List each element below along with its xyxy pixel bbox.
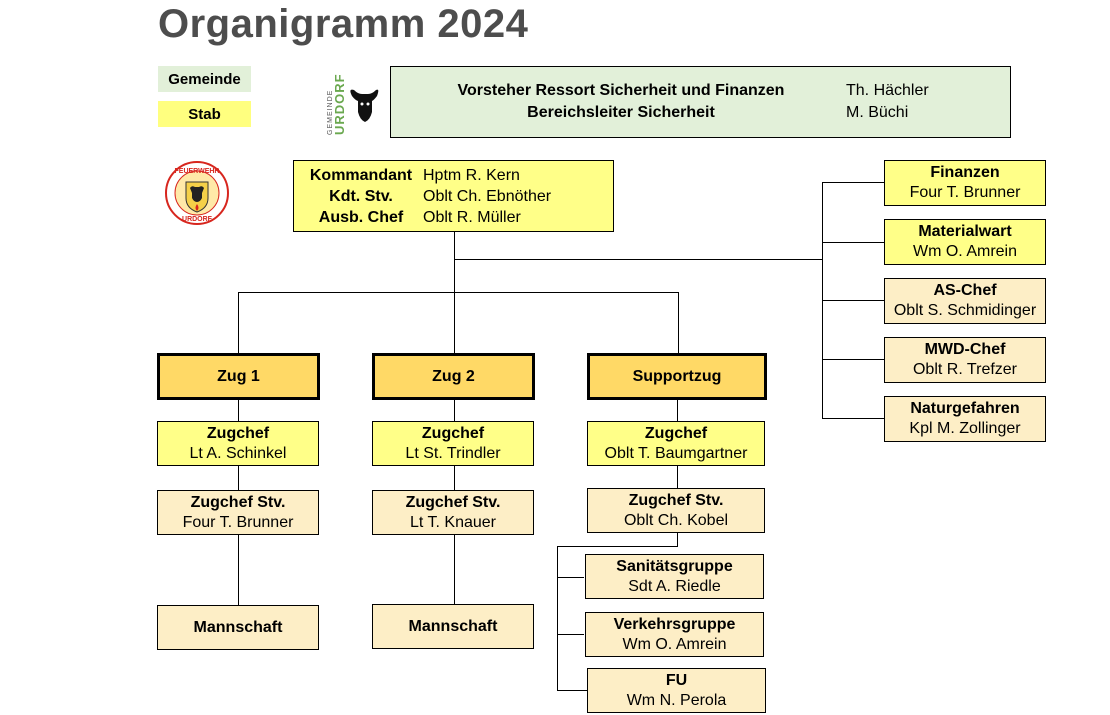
staff-role: MWD-Chef — [924, 341, 1006, 358]
zug2-stv: Zugchef Stv. Lt T. Knauer — [372, 490, 534, 535]
support-fu: FU Wm N. Perola — [587, 668, 766, 713]
connector-line — [557, 546, 678, 547]
header-name: M. Büchi — [846, 104, 909, 121]
header-row-vorsteher: Vorsteher Ressort Sicherheit und Finanze… — [396, 80, 929, 102]
command-role: Ausb. Chef — [318, 208, 404, 226]
zug1-header: Zug 1 — [157, 353, 320, 400]
zug1-stv: Zugchef Stv. Four T. Brunner — [157, 490, 319, 535]
zug2-header: Zug 2 — [372, 353, 535, 400]
connector-line — [238, 292, 239, 353]
unit-role: Mannschaft — [193, 618, 283, 636]
zug2-mannschaft: Mannschaft — [372, 604, 534, 649]
legend-gemeinde-label: Gemeinde — [168, 70, 241, 88]
unit-role: FU — [665, 671, 688, 689]
page-title: Organigramm 2024 — [158, 2, 529, 46]
support-sanitaetsgruppe: Sanitätsgruppe Sdt A. Riedle — [585, 554, 764, 599]
command-name: Oblt Ch. Ebnöther — [423, 187, 552, 205]
connector-line — [454, 232, 455, 293]
supportzug-header: Supportzug — [587, 353, 767, 400]
support-stv: Zugchef Stv. Oblt Ch. Kobel — [587, 488, 765, 533]
staff-materialwart: Materialwart Wm O. Amrein — [884, 219, 1046, 265]
staff-as-chef: AS-Chef Oblt S. Schmidinger — [884, 278, 1046, 324]
unit-name: Sdt A. Riedle — [628, 577, 721, 595]
connector-line — [822, 300, 884, 301]
unit-name: Lt A. Schinkel — [189, 444, 287, 462]
command-name: Hptm R. Kern — [423, 166, 520, 184]
header-row-bereichsleiter: Bereichsleiter Sicherheit M. Büchi — [396, 102, 908, 124]
fire-brigade-logo: FEUERWEHR URDORF — [164, 160, 230, 226]
fire-logo-text-top: FEUERWEHR — [175, 168, 220, 175]
unit-name: Lt St. Trindler — [405, 444, 501, 462]
command-role: Kommandant — [309, 166, 413, 184]
connector-line — [822, 242, 884, 243]
staff-name: Kpl M. Zollinger — [909, 420, 1021, 437]
zug2-label: Zug 2 — [432, 367, 475, 385]
unit-role: Zugchef — [206, 424, 270, 442]
connector-line — [678, 292, 679, 353]
supportzug-label: Supportzug — [632, 367, 722, 385]
connector-line — [677, 400, 678, 546]
connector-line — [822, 359, 884, 360]
command-row-kdt-stv: Kdt. Stv. Oblt Ch. Ebnöther — [299, 186, 551, 207]
staff-name: Four T. Brunner — [909, 184, 1021, 201]
unit-role: Sanitätsgruppe — [616, 557, 733, 575]
unit-name: Wm N. Perola — [626, 691, 727, 709]
unit-role: Zugchef — [644, 424, 708, 442]
staff-finanzen: Finanzen Four T. Brunner — [884, 160, 1046, 206]
connector-line — [557, 546, 558, 691]
staff-mwd-chef: MWD-Chef Oblt R. Trefzer — [884, 337, 1046, 383]
bull-head-icon: GEMEINDE URDORF — [327, 73, 379, 135]
fire-brigade-bull-emblem-icon: FEUERWEHR URDORF — [165, 161, 229, 225]
staff-role: Materialwart — [918, 223, 1012, 240]
unit-role: Verkehrsgruppe — [613, 615, 736, 633]
staff-name: Oblt S. Schmidinger — [893, 302, 1037, 319]
fire-logo-text-bottom: URDORF — [182, 216, 213, 223]
connector-line — [238, 292, 678, 293]
municipal-leadership-box: Vorsteher Ressort Sicherheit und Finanze… — [390, 66, 1011, 138]
staff-name: Oblt R. Trefzer — [912, 361, 1018, 378]
connector-line — [557, 690, 587, 691]
municipality-logo-text-small: GEMEINDE — [327, 90, 334, 135]
municipality-logo: GEMEINDE URDORF — [322, 68, 380, 136]
staff-role: AS-Chef — [933, 282, 997, 299]
zug1-label: Zug 1 — [217, 367, 260, 385]
command-box: Kommandant Hptm R. Kern Kdt. Stv. Oblt C… — [293, 160, 614, 232]
unit-role: Mannschaft — [408, 617, 498, 635]
unit-name: Oblt Ch. Kobel — [623, 511, 729, 529]
support-verkehrsgruppe: Verkehrsgruppe Wm O. Amrein — [585, 612, 764, 657]
unit-role: Zugchef Stv. — [190, 493, 286, 511]
unit-name: Oblt T. Baumgartner — [604, 444, 748, 462]
connector-line — [822, 182, 884, 183]
unit-role: Zugchef Stv. — [628, 491, 724, 509]
header-role: Vorsteher Ressort Sicherheit und Finanze… — [457, 82, 785, 99]
header-role: Bereichsleiter Sicherheit — [527, 104, 715, 121]
staff-naturgefahren: Naturgefahren Kpl M. Zollinger — [884, 396, 1046, 442]
zug2-chef: Zugchef Lt St. Trindler — [372, 421, 534, 466]
staff-role: Finanzen — [930, 164, 1000, 181]
header-name: Th. Hächler — [846, 82, 929, 99]
connector-line — [454, 292, 455, 353]
connector-line — [557, 577, 584, 578]
support-chef: Zugchef Oblt T. Baumgartner — [587, 421, 765, 466]
connector-line — [822, 418, 884, 419]
unit-name: Wm O. Amrein — [622, 635, 727, 653]
legend-gemeinde: Gemeinde — [158, 66, 251, 92]
unit-name: Lt T. Knauer — [410, 513, 496, 531]
command-row-ausb-chef: Ausb. Chef Oblt R. Müller — [299, 207, 521, 228]
zug1-chef: Zugchef Lt A. Schinkel — [157, 421, 319, 466]
legend-stab: Stab — [158, 101, 251, 127]
command-role: Kdt. Stv. — [329, 187, 393, 205]
zug1-mannschaft: Mannschaft — [157, 605, 319, 650]
legend-stab-label: Stab — [188, 105, 221, 123]
staff-role: Naturgefahren — [910, 400, 1020, 417]
unit-role: Zugchef Stv. — [405, 493, 501, 511]
unit-name: Four T. Brunner — [182, 513, 294, 531]
connector-line — [454, 259, 822, 260]
unit-role: Zugchef — [421, 424, 485, 442]
command-row-kommandant: Kommandant Hptm R. Kern — [299, 165, 520, 186]
command-name: Oblt R. Müller — [423, 208, 521, 226]
municipality-logo-text-large: URDORF — [332, 73, 347, 135]
staff-name: Wm O. Amrein — [912, 243, 1017, 260]
connector-line — [557, 634, 584, 635]
